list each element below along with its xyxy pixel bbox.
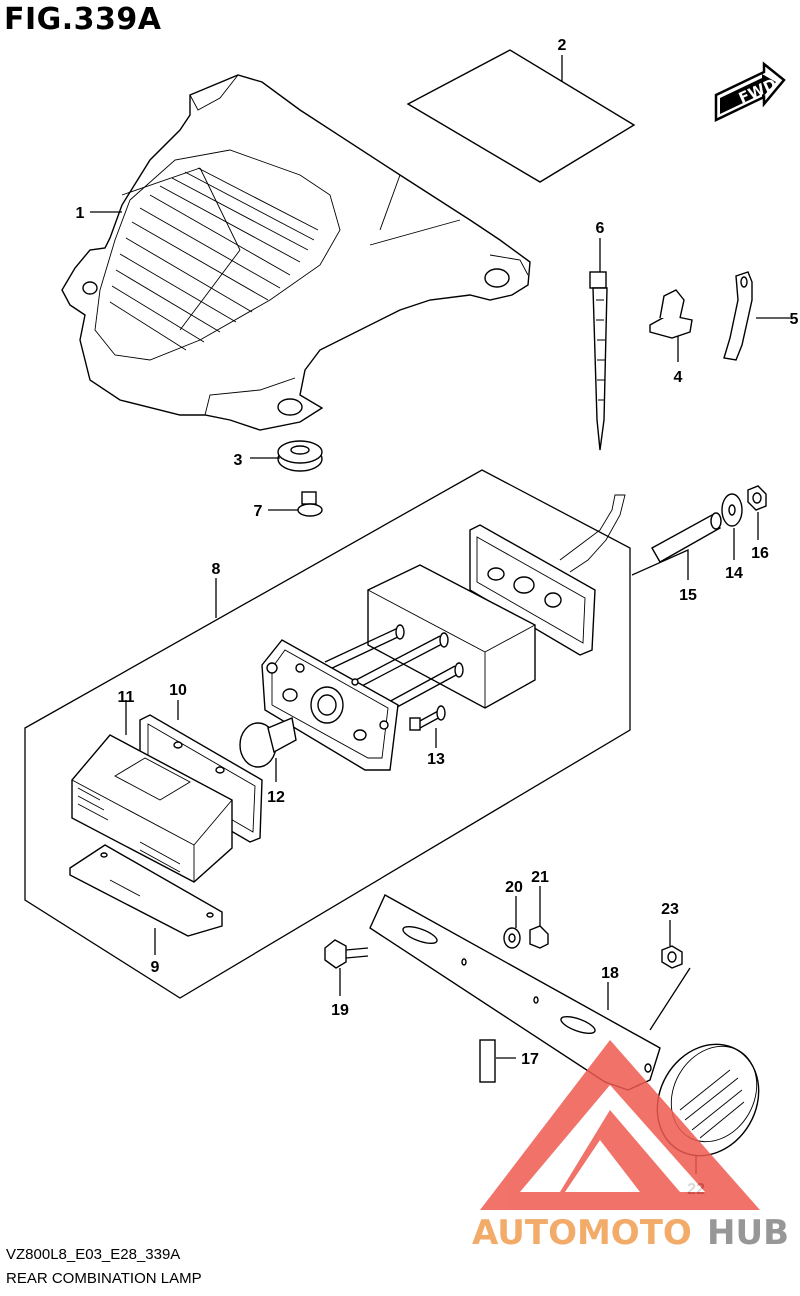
callout-15: 15 xyxy=(679,587,697,604)
model-code: VZ800L8_E03_E28_339A xyxy=(6,1246,181,1263)
part-6-cable-tie xyxy=(589,271,608,451)
callout-13: 13 xyxy=(427,751,445,768)
figure-title: FIG.339A xyxy=(4,2,162,37)
part-23-nut xyxy=(661,945,683,969)
callout-16: 16 xyxy=(751,545,769,562)
part-13-screw xyxy=(409,705,446,731)
part-14-washer xyxy=(721,493,743,527)
lamp-long-bolts xyxy=(324,624,464,713)
figure-caption: REAR COMBINATION LAMP xyxy=(6,1270,202,1287)
watermark-text-part1: AUTOMOTO xyxy=(472,1213,692,1253)
part-4-clamp xyxy=(649,289,693,339)
callout-12: 12 xyxy=(267,789,285,806)
callout-20: 20 xyxy=(505,879,523,896)
watermark-text-part2: HUB xyxy=(707,1213,789,1253)
callout-8: 8 xyxy=(212,561,221,578)
lamp-rear-seal xyxy=(469,494,626,656)
part-21-nut xyxy=(529,925,549,949)
part-19-bolt xyxy=(324,939,369,969)
part-8-assembly-outline xyxy=(24,469,631,999)
callout-10: 10 xyxy=(169,682,187,699)
part-9-reflector-plate xyxy=(69,844,223,937)
callout-21: 21 xyxy=(531,869,549,886)
fwd-arrow-icon: FWD xyxy=(714,61,786,122)
part-1-lamp-cover xyxy=(61,74,531,431)
callout-14: 14 xyxy=(725,565,743,582)
part-20-washer xyxy=(503,927,521,949)
callout-9: 9 xyxy=(151,959,160,976)
watermark-logo xyxy=(480,1040,760,1210)
callout-1: 1 xyxy=(76,205,85,222)
callout-11: 11 xyxy=(118,689,135,706)
callout-4: 4 xyxy=(674,369,683,386)
callout-3: 3 xyxy=(234,452,243,469)
part-5-bracket-strip xyxy=(723,271,753,361)
lamp-socket-plate xyxy=(261,639,399,771)
part-2-label-sheet xyxy=(406,49,636,183)
callout-17: 17 xyxy=(521,1051,539,1068)
callout-5: 5 xyxy=(790,311,799,328)
part-16-nut xyxy=(747,485,767,511)
callout-2: 2 xyxy=(558,37,567,54)
part-17-label xyxy=(479,1039,496,1083)
callout-leaders xyxy=(90,55,790,1174)
lamp-housing-block xyxy=(367,564,536,709)
callout-6: 6 xyxy=(596,220,605,237)
part-7-screw xyxy=(297,491,323,517)
part-11-lens xyxy=(71,734,233,883)
callout-23: 23 xyxy=(661,901,679,918)
part-15-collar xyxy=(651,512,722,563)
part-3-grommet xyxy=(277,440,323,472)
callout-19: 19 xyxy=(331,1002,349,1019)
callout-numbers: 1 2 3 4 5 6 7 8 9 10 11 12 13 14 15 16 1… xyxy=(76,37,799,1198)
part-12-bulb xyxy=(239,717,297,768)
callout-7: 7 xyxy=(254,503,263,520)
callout-18: 18 xyxy=(601,965,619,982)
